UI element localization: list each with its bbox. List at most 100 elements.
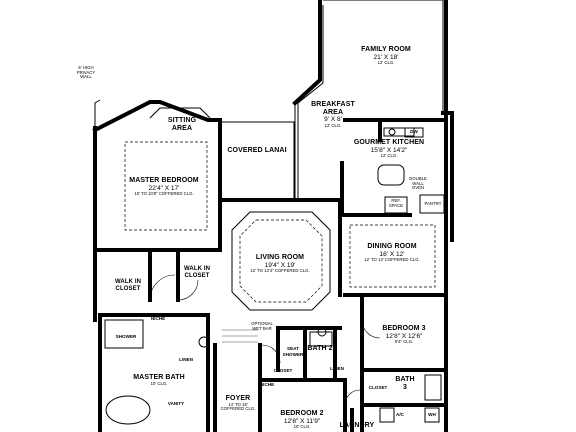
master-bath-ceiling: 10' CLG. [150,380,168,386]
door-swings [149,274,381,406]
living-coffered-octagon [231,211,331,311]
wh-label: WH [428,412,436,417]
master-shower [104,319,144,349]
breakfast-name-1: BREAKFAST [311,101,355,108]
bedroom3-ceiling: 9'4" CLG. [394,338,414,344]
master-closets-wall [93,236,222,322]
privacy-wall-line-3: WALL [80,74,92,80]
ref-space-label: REF. SPACE [388,198,404,208]
living-room-dims: 19'4" X 19' [264,261,296,269]
lanai-pool-lines [222,329,258,343]
breakfast-label: BREAKFAST AREA 9' X 8' 12' CLG. [311,101,355,128]
master-bedroom-name: MASTER BEDROOM [129,177,199,184]
dining-room-dims: 16' X 12' [379,250,405,258]
master-coffered-ceiling [124,141,208,231]
pantry-box [419,194,445,214]
kitchen-dims: 15'8" X 14'2" [370,146,408,154]
ac-label: A/C [396,412,404,417]
kitchen-island [377,164,405,186]
sitting-bay [149,107,211,119]
double-wall-oven-label: DOUBLE WALL OVEN [409,176,427,191]
living-room-label: LIVING ROOM 19'4" X 19' 12' TO 13'4" COF… [250,254,309,274]
exterior-wall-north-master [92,100,222,133]
ac-unit [379,407,395,423]
bedroom3-dims: 12'8" X 12'6" [385,332,423,340]
bath3-name-2: 3 [402,383,407,391]
bedroom3-name: BEDROOM 3 [382,325,426,332]
sitting-area-label: SITTING AREA [168,117,196,132]
shower-label-1: SHOWER [115,334,137,339]
bedroom3-walls [360,293,448,432]
ref-line-2: SPACE [388,202,404,208]
wet-bar-line-1: OPTIONAL [251,321,273,326]
laundry-label: LAUNDRY [339,422,375,429]
foyer-ceiling: COFFERED CLG. [220,406,256,412]
bath2-label: BATH 2 [307,345,333,352]
ref-box [384,196,408,214]
privacy-wall-line-1: 6' HIGH [78,65,94,70]
bath3-label: BATH 3 [395,376,414,391]
bath2-tub [309,331,333,347]
oven-line-1: DOUBLE [409,176,427,181]
dining-room-label: DINING ROOM 16' X 12' 12' TO 13' COFFERE… [364,243,419,263]
niche-label-1: NICHE [150,316,166,321]
toilet-2 [317,327,327,337]
breakfast-ceiling: 12' CLG. [324,122,342,128]
family-room-ceiling: 12' CLG. [377,59,395,65]
breakfast-dims: 9' X 8' [324,116,342,124]
bath2-walls [276,326,342,382]
wic1-name-1: WALK IN [114,279,142,285]
bedroom2-dims: 12'8" X 11'9" [283,417,321,425]
foyer-label: FOYER 14' TO 15' COFFERED CLG. [221,395,256,412]
dining-room-name: DINING ROOM [367,243,417,250]
toilet [198,336,210,348]
shower-label-2: SHOWER [282,352,304,357]
master-bath-name: MASTER BATH [133,374,185,381]
bedroom2-walls [260,378,347,432]
dining-room-ceiling: 12' TO 13' COFFERED CLG. [364,256,420,262]
dishwasher-box [404,127,424,138]
sitting-name-2: AREA [171,124,193,132]
closet-label-1: CLOSET [273,368,293,373]
foyer-dims: 14' TO 15' [228,401,248,407]
closet-label-2: CLOSET [368,385,388,390]
kitchen-counter [383,127,415,137]
breakfast-name-2: AREA [322,108,344,116]
living-coffered-inner [239,219,323,303]
master-bedroom-label: MASTER BEDROOM 22'4" X 17' 10' TO 10'8" … [129,177,198,197]
master-bath-walls [98,313,210,432]
covered-lanai-label: COVERED LANAI [227,147,287,154]
lanai-outline [222,121,295,198]
oven-line-3: OVEN [411,185,425,191]
wic1-name-2: CLOSET [115,285,141,292]
niche-label-2: NICHE [259,382,275,387]
family-room-outline [323,0,444,113]
living-room-ceiling: 12' TO 13'4" COFFERED CLG. [250,267,310,273]
breakfast-wall [292,0,322,106]
master-bedroom-ceiling: 10' TO 10'8" COFFERED CLG. [134,190,194,196]
foyer-walls [213,343,262,432]
wic2-name-1: WALK IN [183,266,211,272]
master-bath-label: MASTER BATH 10' CLG. [133,374,185,386]
family-room-name: FAMILY ROOM [361,46,411,53]
family-room-label: FAMILY ROOM 21' X 18' 12' CLG. [361,46,411,66]
linen-label-2: LINEN [330,366,344,371]
wic2-name-2: CLOSET [184,272,210,279]
ref-line-1: REF. [391,198,401,203]
kitchen-name: GOURMET KITCHEN [353,139,425,146]
optional-wet-bar-label: OPTIONAL WET BAR [251,321,273,331]
bath3-tub [424,374,442,401]
bedroom2-ceiling: 10' CLG. [293,423,311,429]
walk-in-closet-2-label: WALK IN CLOSET [184,266,210,279]
linen-label-1: LINEN [179,357,193,362]
breakfast-window [294,5,324,200]
pantry-label: PANTRY [424,201,442,206]
kitchen-north-wall [343,118,448,142]
privacy-wall [94,99,101,128]
bedroom2-name: BEDROOM 2 [280,410,324,417]
master-tub [105,395,151,425]
kitchen-label: GOURMET KITCHEN 15'8" X 14'2" 12' CLG. [354,139,424,159]
privacy-wall-line-2: PRIVACY [76,69,96,75]
wet-bar-line-2: WET BAR [252,325,272,331]
